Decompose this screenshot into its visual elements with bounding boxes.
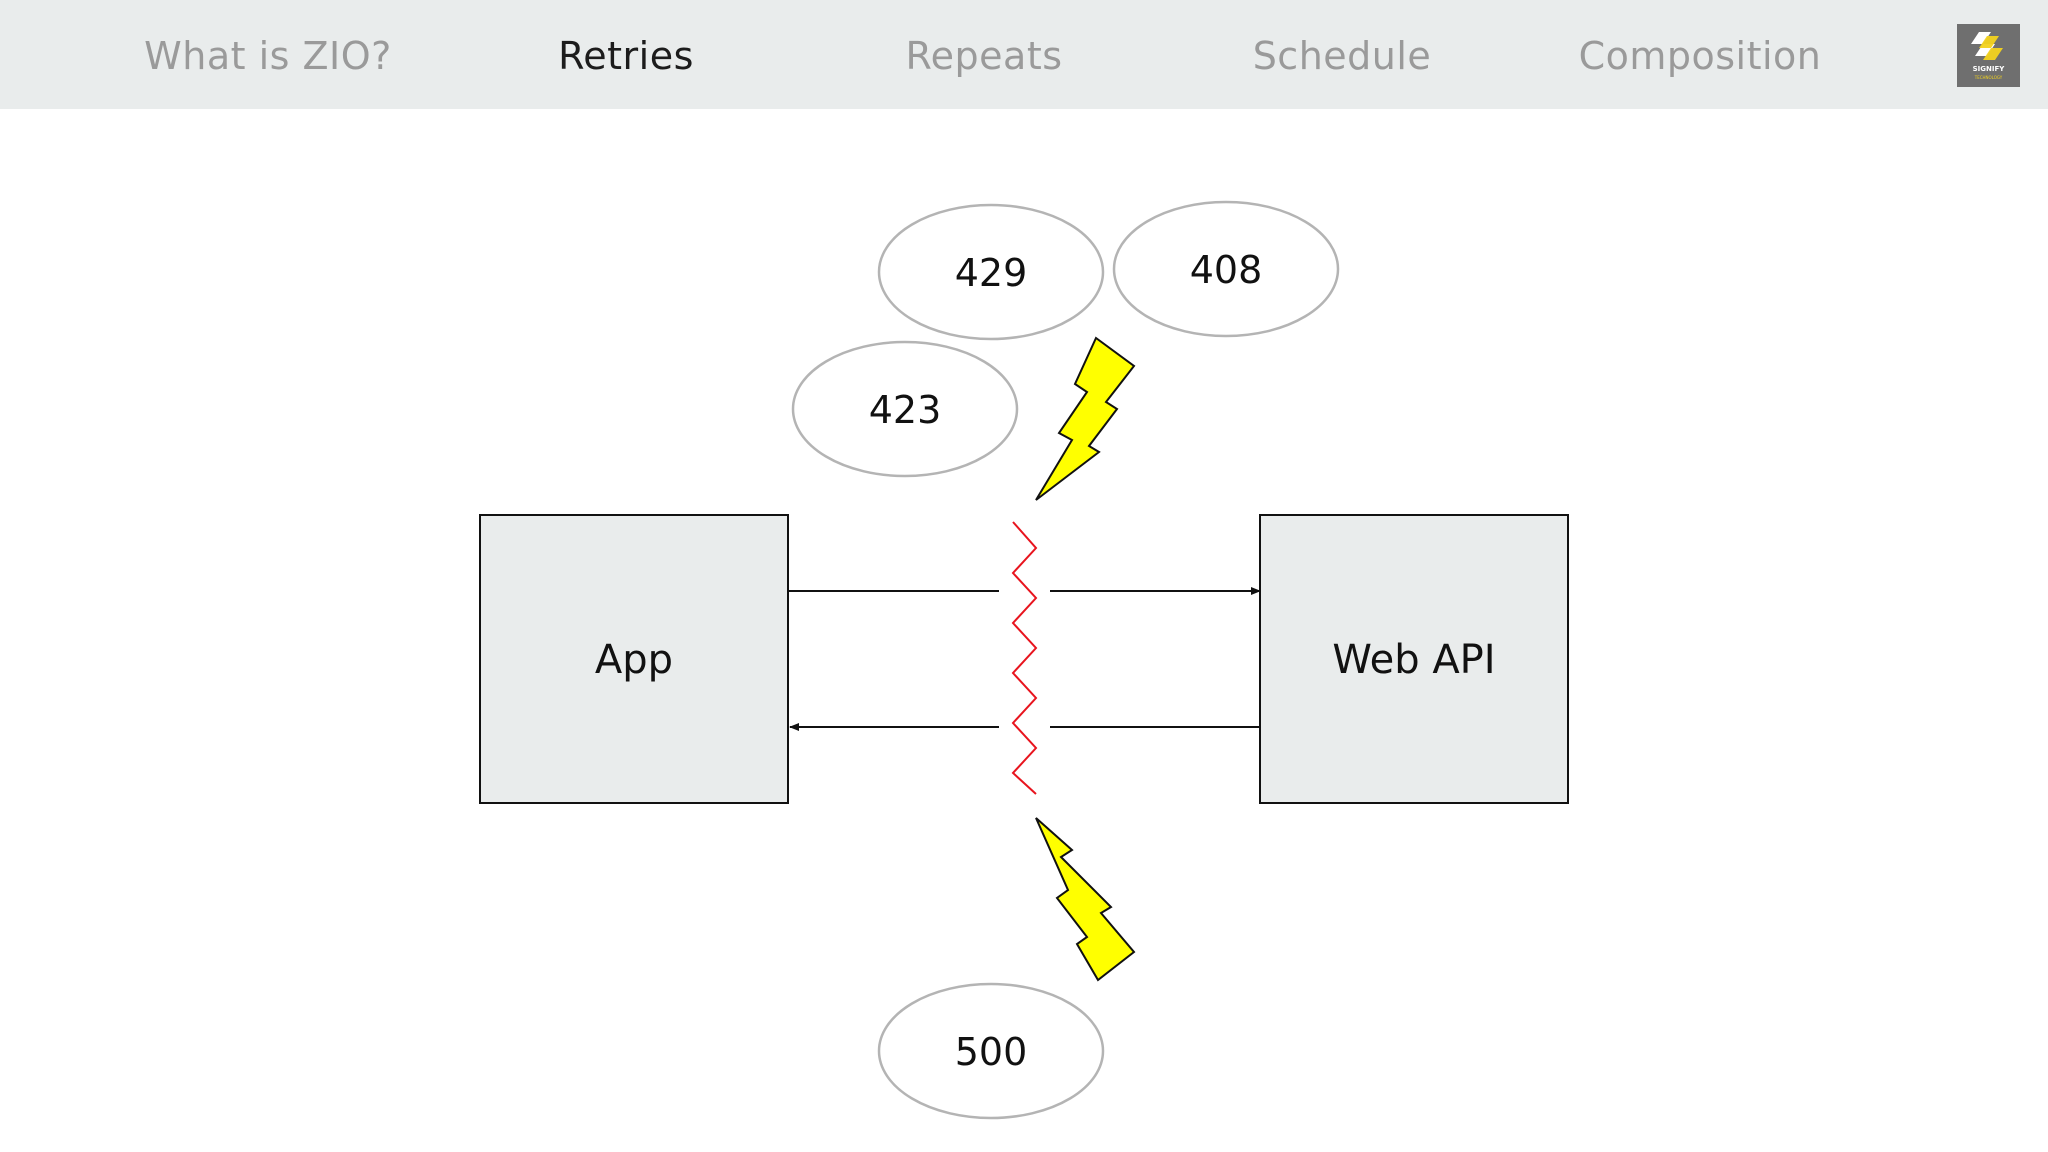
app-box: App bbox=[479, 514, 789, 804]
status-bubble-423: 423 bbox=[791, 340, 1019, 478]
top-navigation-bar: What is ZIO? Retries Repeats Schedule Co… bbox=[0, 0, 2048, 109]
status-code-429: 429 bbox=[955, 251, 1028, 295]
signify-logo-icon bbox=[1971, 32, 2003, 60]
network-break-zigzag bbox=[1011, 521, 1038, 795]
status-code-408: 408 bbox=[1190, 248, 1263, 292]
status-bubble-500: 500 bbox=[877, 982, 1105, 1120]
status-bubble-429: 429 bbox=[877, 203, 1105, 341]
nav-item-repeats[interactable]: Repeats bbox=[905, 34, 1063, 78]
signify-logo: SIGNIFY TECHNOLOGY bbox=[1957, 24, 2020, 87]
lightning-bolt-icon bbox=[1035, 336, 1136, 501]
status-bubble-408: 408 bbox=[1112, 200, 1340, 338]
app-label: App bbox=[595, 637, 673, 683]
nav-item-what-is-zio[interactable]: What is ZIO? bbox=[144, 34, 392, 78]
logo-subtitle: TECHNOLOGY bbox=[1974, 75, 2003, 80]
nav-item-composition[interactable]: Composition bbox=[1578, 34, 1822, 78]
nav-item-schedule[interactable]: Schedule bbox=[1252, 34, 1432, 78]
web-api-box: Web API bbox=[1259, 514, 1569, 804]
web-api-label: Web API bbox=[1332, 637, 1495, 683]
nav-item-retries[interactable]: Retries bbox=[558, 34, 694, 78]
lightning-bolt-icon bbox=[1035, 817, 1136, 982]
status-code-423: 423 bbox=[869, 388, 942, 432]
status-code-500: 500 bbox=[955, 1030, 1028, 1074]
logo-name: SIGNIFY bbox=[1972, 65, 2005, 73]
